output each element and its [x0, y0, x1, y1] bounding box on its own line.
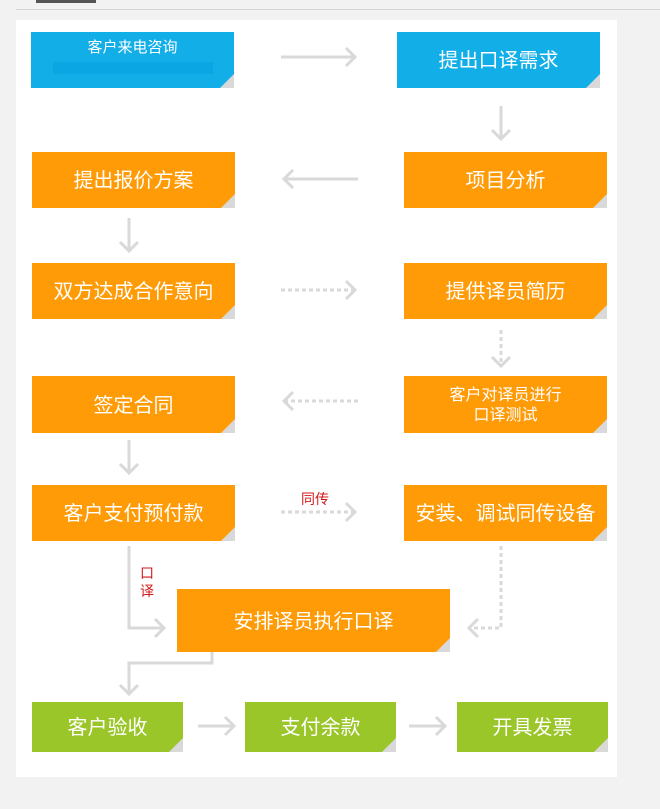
arrow-n9-to-n11	[127, 546, 167, 639]
node-sign-contract: 签定合同	[32, 376, 235, 433]
node-agreement-label: 双方达成合作意向	[53, 279, 214, 303]
arrow-n5-to-n6	[281, 279, 358, 301]
node-quotation: 提出报价方案	[32, 152, 235, 208]
node-interpreter-test-line1: 客户对译员进行	[449, 385, 562, 405]
arrow-n1-to-n2	[281, 46, 358, 68]
arrow-n3-to-n4	[281, 168, 358, 190]
arrow-n13-to-n14	[409, 715, 448, 737]
arrow-n11-to-n12	[118, 652, 214, 697]
node-issue-invoice: 开具发票	[457, 702, 608, 752]
node-acceptance: 客户验收	[32, 702, 183, 752]
node-submit-requirement: 提出口译需求	[397, 32, 600, 88]
arrow-n8-to-n9	[118, 440, 140, 476]
node-sign-contract-label: 签定合同	[93, 392, 174, 417]
arrow-n10-to-n11	[466, 546, 503, 639]
node-interpreter-resume-label: 提供译员简历	[445, 279, 566, 303]
node-project-analysis-label: 项目分析	[465, 168, 546, 192]
node-assign-interpreter: 安排译员执行口译	[177, 589, 450, 652]
node-prepayment-label: 客户支付预付款	[63, 501, 204, 525]
node-issue-invoice-label: 开具发票	[492, 715, 573, 739]
edge-label-simultaneous: 同传	[301, 492, 329, 508]
arrow-n4-to-n5	[118, 218, 140, 254]
node-project-analysis: 项目分析	[404, 152, 607, 208]
arrow-n7-to-n8	[281, 390, 358, 412]
node-interpreter-test: 客户对译员进行 口译测试	[404, 376, 607, 433]
node-customer-inquiry-label: 客户来电咨询	[87, 38, 178, 56]
top-divider	[16, 9, 660, 10]
node-acceptance-label: 客户验收	[67, 715, 148, 739]
node-prepayment: 客户支付预付款	[32, 485, 235, 541]
node-quotation-label: 提出报价方案	[73, 168, 194, 192]
edge-label-consecutive-2: 译	[140, 584, 154, 600]
arrow-n12-to-n13	[198, 715, 237, 737]
edge-label-consecutive-1: 口	[140, 566, 154, 582]
node-customer-inquiry: 客户来电咨询	[31, 32, 234, 88]
node-equipment-setup: 安装、调试同传设备	[404, 485, 607, 541]
arrow-n6-to-n7	[490, 330, 512, 369]
arrow-n2-to-n3	[490, 106, 512, 142]
node-interpreter-resume: 提供译员简历	[404, 263, 607, 319]
node-pay-balance: 支付余款	[245, 702, 396, 752]
node-equipment-setup-label: 安装、调试同传设备	[415, 501, 596, 525]
node-agreement: 双方达成合作意向	[32, 263, 235, 319]
node-customer-inquiry-stripe	[52, 62, 213, 74]
node-interpreter-test-line2: 口译测试	[473, 404, 538, 424]
node-pay-balance-label: 支付余款	[280, 715, 361, 739]
node-assign-interpreter-label: 安排译员执行口译	[233, 608, 394, 633]
top-tab-marker	[36, 0, 96, 3]
arrow-n9-to-n10	[281, 501, 358, 523]
node-submit-requirement-label: 提出口译需求	[438, 48, 559, 72]
